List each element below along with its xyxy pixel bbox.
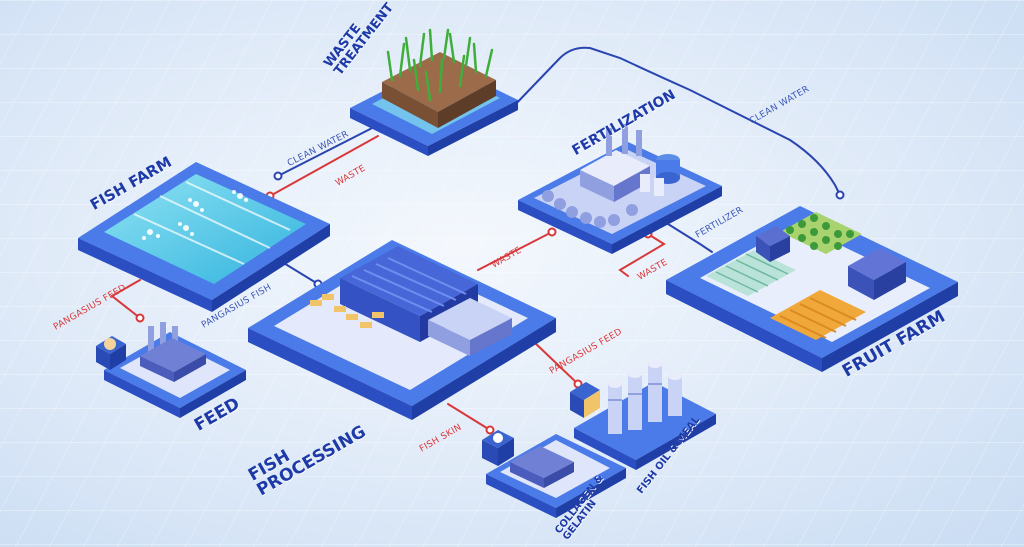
waste-treatment-platform — [350, 28, 518, 156]
connector-lines — [110, 46, 841, 431]
line-pangasius-feed-2 — [533, 341, 579, 385]
feed-bag-icon — [96, 336, 126, 370]
line-fertilizer — [667, 223, 713, 253]
dot-4 — [135, 313, 145, 323]
oil-can-icon — [570, 382, 600, 418]
barn-icon — [756, 226, 906, 300]
fish-oil-meal-platform — [570, 360, 716, 470]
processing-plant-icon — [340, 246, 512, 356]
feed-mill-icon — [140, 322, 206, 382]
factory-icon — [542, 124, 680, 228]
line-waste-2 — [477, 231, 553, 271]
line-clean-water-1 — [277, 123, 381, 177]
grass-icon — [386, 28, 494, 102]
fish-farm-platform — [78, 162, 330, 312]
line-waste-3 — [618, 233, 666, 277]
fish-processing-platform — [248, 240, 556, 420]
collagen-plant-icon — [510, 446, 574, 488]
line-fish-skin — [447, 403, 491, 431]
line-pangasius-feed-1 — [110, 279, 141, 319]
fertilization-platform — [518, 124, 722, 254]
line-clean-water-2 — [509, 46, 841, 196]
trucks-icon — [310, 294, 384, 328]
collagen-gelatin-platform — [482, 430, 626, 518]
fish-pond — [104, 174, 306, 284]
fish-school-icon — [142, 190, 248, 240]
gelatin-box-icon — [482, 430, 514, 466]
orchard-icon — [780, 212, 862, 254]
line-waste-1 — [269, 135, 379, 197]
soil-block — [382, 52, 496, 112]
fruit-farm-platform — [666, 206, 958, 372]
dot-8 — [485, 425, 495, 435]
dot-9 — [835, 190, 845, 200]
greenhouse-icon — [706, 250, 796, 296]
wheat-field-icon — [770, 290, 866, 340]
oil-tanks-icon — [608, 360, 682, 434]
dot-1 — [273, 171, 283, 181]
dot-5 — [547, 227, 557, 237]
feed-platform — [96, 322, 246, 418]
